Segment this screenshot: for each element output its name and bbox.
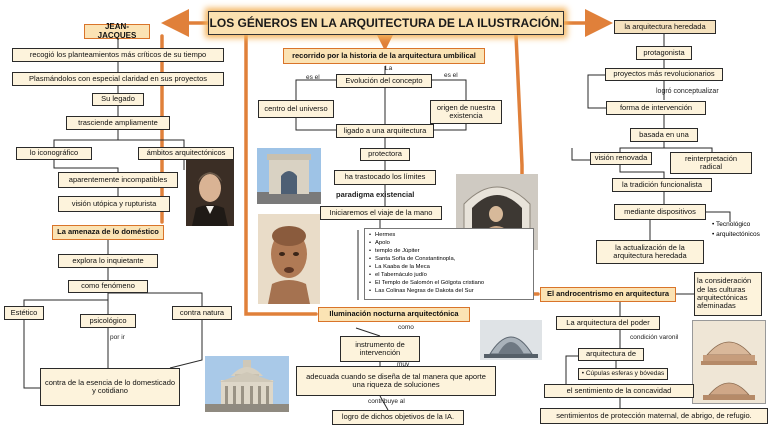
node-psicologico: psicológico bbox=[80, 314, 136, 328]
node-contra-natura: contra natura bbox=[172, 306, 232, 320]
node-androcentrismo: El androcentrismo en arquitectura bbox=[540, 287, 676, 302]
node-iluminacion: Iluminación nocturna arquitectónica bbox=[318, 307, 470, 322]
node-utopica: visión utópica y rupturista bbox=[58, 196, 170, 212]
node-trastocado: ha trastocado los límites bbox=[334, 170, 436, 185]
label-por-ir: por ir bbox=[110, 334, 125, 341]
label-contribuye: contribuye al bbox=[368, 398, 405, 405]
node-estetico: Estético bbox=[4, 306, 44, 320]
node-planteamientos: recogió los planteamientos más críticos … bbox=[12, 48, 224, 62]
node-origen: origen de nuestra existencia bbox=[430, 100, 502, 124]
node-incompatibles: aparentemente incompatibles bbox=[58, 172, 178, 188]
node-basada: basada en una bbox=[630, 128, 698, 142]
node-culturas-afeminadas: la consideración de las culturas arquite… bbox=[694, 272, 762, 316]
node-inquietante: explora lo inquietante bbox=[58, 254, 158, 268]
node-sentimientos: sentimientos de protección maternal, de … bbox=[540, 408, 768, 424]
list-item: Apolo bbox=[369, 239, 529, 247]
node-evolucion: Evolución del concepto bbox=[336, 74, 432, 88]
node-fenomeno: como fenómeno bbox=[68, 280, 148, 293]
node-iniciaremos: Iniciaremos el viaje de la mano bbox=[320, 206, 442, 220]
node-instrumento: instrumento de intervención bbox=[340, 336, 420, 362]
label-como: como bbox=[398, 324, 414, 331]
node-arquitectura-heredada: la arquitectura heredada bbox=[614, 20, 716, 34]
label-paradigma: paradigma existencial bbox=[336, 190, 415, 199]
node-concavidad: el sentimiento de la concavidad bbox=[544, 384, 694, 398]
label-muy: muy bbox=[397, 361, 410, 368]
node-jean-jacques: JEAN-JACQUES bbox=[84, 22, 150, 39]
node-ambitos: ámbitos arquitectónicos bbox=[138, 147, 234, 160]
node-protectora: protectora bbox=[360, 148, 410, 161]
page-title: LOS GÉNEROS EN LA ARQUITECTURA DE LA ILU… bbox=[208, 11, 564, 35]
list-item: el Tabernáculo judío bbox=[369, 271, 529, 279]
bust-icon bbox=[258, 214, 320, 304]
node-protagonista: protagonista bbox=[636, 46, 692, 60]
node-tradicion: la tradición funcionalista bbox=[612, 178, 712, 192]
list-item: templo de Júpiter bbox=[369, 247, 529, 255]
node-forma-intervencion: forma de intervención bbox=[606, 101, 706, 115]
node-plasmandolos: Plasmándolos con especial claridad en su… bbox=[12, 72, 224, 86]
label-arquitectonicos: • arquitectónicos bbox=[712, 231, 760, 238]
list-item: Hermes bbox=[369, 231, 529, 239]
list-item: Santa Sofía de Constantinopla, bbox=[369, 255, 529, 263]
node-arquitectura-de: arquitectura de bbox=[578, 348, 644, 361]
label-es-el-left: es el bbox=[306, 74, 320, 81]
node-adecuada: adecuada cuando se diseña de tal manera … bbox=[296, 366, 496, 396]
node-proyectos: proyectos más revolucionarios bbox=[605, 68, 723, 81]
node-arquitectura-poder: La arquitectura del poder bbox=[556, 316, 660, 330]
label-tecnologico: • Tecnológico bbox=[712, 221, 751, 228]
bullet-list: Hermes Apolo templo de Júpiter Santa Sof… bbox=[364, 228, 534, 300]
dome-icon bbox=[480, 320, 542, 360]
node-centro-universo: centro del universo bbox=[258, 100, 334, 118]
list-item: La Kaaba de la Meca bbox=[369, 263, 529, 271]
node-trasciende: trasciende ampliamente bbox=[66, 116, 170, 130]
label-logro: logró conceptualizar bbox=[656, 88, 719, 95]
node-legado: Su legado bbox=[92, 93, 144, 106]
label-es-el-right: es el bbox=[444, 72, 458, 79]
node-recorrido: recorrido por la historia de la arquitec… bbox=[283, 48, 485, 64]
node-contra-esencia: contra de la esencia de lo domesticado y… bbox=[40, 368, 180, 406]
node-dispositivos: mediante dispositivos bbox=[614, 204, 706, 220]
list-item: Las Colinas Negras de Dakota del Sur bbox=[369, 287, 529, 295]
node-iconografico: lo iconográfico bbox=[16, 147, 92, 160]
label-la: La bbox=[385, 65, 393, 72]
node-logro: logro de dichos objetivos de la IA. bbox=[332, 410, 464, 425]
section-icon bbox=[692, 320, 766, 404]
node-ligado: ligado a una arquitectura bbox=[336, 124, 434, 138]
node-reinterpretacion: reinterpretación radical bbox=[670, 152, 752, 174]
pantheon-icon bbox=[205, 356, 289, 412]
node-vision-renovada: visión renovada bbox=[590, 152, 652, 165]
portrait-icon bbox=[186, 160, 234, 226]
label-condicion: condición varonil bbox=[630, 334, 679, 341]
node-amenaza-domestico: La amenaza de lo doméstico bbox=[52, 225, 164, 240]
list-item: El Templo de Salomón el Gólgota cristian… bbox=[369, 279, 529, 287]
node-actualizacion: la actualización de la arquitectura here… bbox=[596, 240, 704, 264]
arch-icon bbox=[257, 148, 321, 204]
node-cupulas: • Cúpulas esferas y bóvedas bbox=[578, 368, 668, 380]
